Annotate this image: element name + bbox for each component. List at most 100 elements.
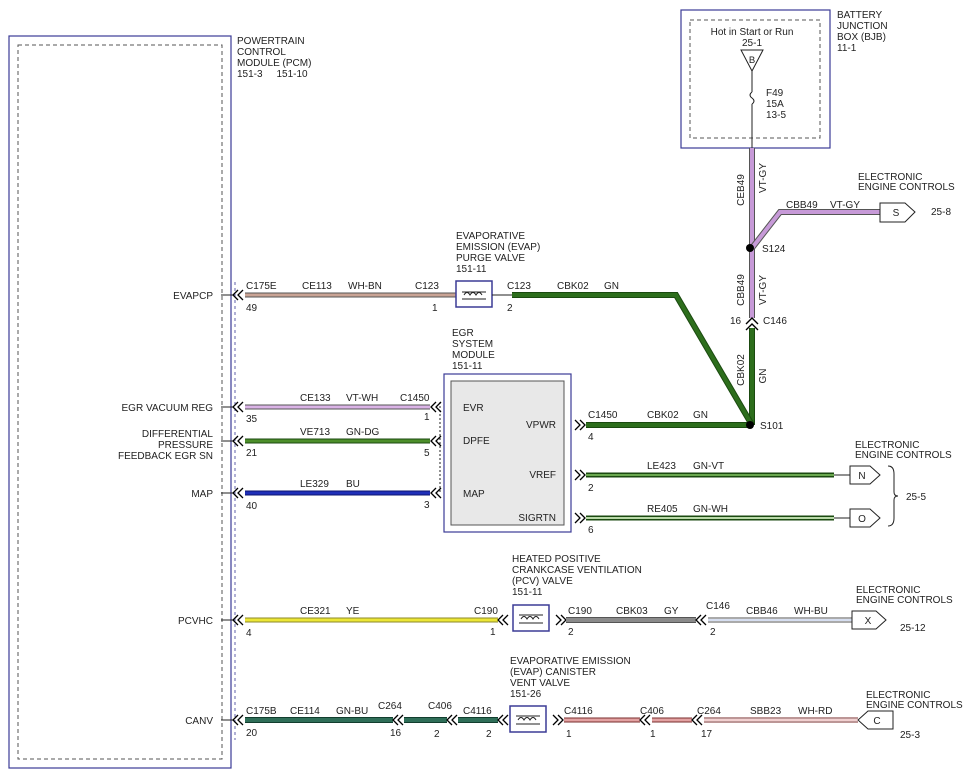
c4116b-pin: 1	[566, 729, 572, 740]
eec-connector-s-letter: S	[893, 208, 900, 219]
wire-cbk02v-color: GN	[758, 369, 769, 384]
wire-ce113-p2: 1	[432, 303, 438, 314]
wire-re405-p1: 6	[588, 525, 594, 536]
wire-ce133-p2: 1	[424, 412, 430, 423]
wire-cbb49-color: VT-GY	[830, 200, 860, 211]
pin-dpfe-2: PRESSURE	[158, 440, 213, 451]
eec-label-x-2: ENGINE CONTROLS	[856, 595, 953, 606]
wire-cbk02-color: GN	[604, 281, 619, 292]
eec-label-c-1: ELECTRONIC	[866, 690, 930, 701]
evap-purge-title-1: EVAPORATIVE	[456, 231, 525, 242]
wire-cbk03-color: GY	[664, 606, 679, 617]
c4116b-name: C4116	[564, 706, 593, 717]
eec-label-no-1: ELECTRONIC	[855, 440, 919, 451]
wire-le329-color: BU	[346, 479, 360, 490]
eec-connector-n-letter: N	[858, 471, 865, 482]
wire-ce133-circuit: CE133	[300, 393, 331, 404]
c406a-pin: 2	[434, 729, 440, 740]
splice-s124-label: S124	[762, 244, 786, 255]
evap-purge-title-3: PURGE VALVE	[456, 253, 525, 264]
eec-label-no-2: ENGINE CONTROLS	[855, 450, 952, 461]
fuse-name: F49	[766, 88, 784, 99]
c146-name: C146	[763, 316, 787, 327]
bjb-ref: 11-1	[837, 43, 857, 54]
canister-title-1: EVAPORATIVE EMISSION	[510, 656, 631, 667]
wire-cbk03-p1: 2	[568, 627, 574, 638]
bjb-title-2: JUNCTION	[837, 21, 888, 32]
pcv-title-1: HEATED POSITIVE	[512, 554, 601, 565]
canister-ref: 151-26	[510, 689, 542, 700]
c4116a-pin: 2	[486, 729, 492, 740]
wire-ve713-color: GN-DG	[346, 427, 380, 438]
pin-dpfe-3: FEEDBACK EGR SN	[118, 451, 213, 462]
pcv-valve	[512, 604, 550, 632]
c406a-name: C406	[428, 701, 452, 712]
pin-evapcp: EVAPCP	[173, 291, 213, 302]
bjb-conn-letter: B	[749, 55, 755, 66]
egr-pin-evr: EVR	[463, 403, 484, 414]
c4116a-name: C4116	[463, 706, 492, 717]
pin-egr-vacuum-reg: EGR VACUUM REG	[122, 403, 214, 414]
wire-ce113-p1: 49	[246, 303, 258, 314]
egr-title-1: EGR	[452, 328, 474, 339]
wire-ce113-c2: C123	[415, 281, 439, 292]
wire-le423-p1: 2	[588, 483, 594, 494]
evap-purge-title-2: EMISSION (EVAP)	[456, 242, 540, 253]
c146-pin: 16	[730, 316, 742, 327]
eec-connector-o	[849, 508, 881, 528]
eec-ref-x: 25-12	[900, 623, 926, 634]
wire-ce114-circuit: CE114	[290, 706, 320, 717]
fuse-ref: 13-5	[766, 110, 786, 121]
bjb-title-1: BATTERY	[837, 10, 883, 21]
wire-cbk02-c1: C123	[507, 281, 531, 292]
wire-ce113-c1: C175E	[246, 281, 277, 292]
wire-cbb49v-color: VT-GY	[758, 275, 769, 305]
wire-ce321-p1: 4	[246, 628, 252, 639]
wire-cbk03-p2: 2	[710, 627, 716, 638]
solenoid-icon	[519, 614, 543, 624]
canister-vent-valve	[509, 705, 547, 733]
bjb-module	[680, 9, 831, 149]
wire-cbk03-circuit: CBK03	[616, 606, 648, 617]
wire-ce133-color: VT-WH	[346, 393, 378, 404]
bjb-hot-ref: 25-1	[742, 38, 762, 49]
pcm-refs: 151-3 151-10	[237, 69, 308, 80]
eec-ref-c: 25-3	[900, 730, 920, 741]
wire-ve713-circuit: VE713	[300, 427, 330, 438]
eec-connector-c	[857, 710, 894, 730]
bjb-hot-label: Hot in Start or Run	[711, 27, 794, 38]
egr-title-2: SYSTEM	[452, 339, 493, 350]
egr-ref: 151-11	[452, 361, 483, 372]
fuse-f49-icon	[749, 91, 755, 105]
wire-cbk02v-circuit: CBK02	[736, 354, 747, 386]
eec-ref-s: 25-8	[931, 207, 951, 218]
wire-ce114-c2: C264	[378, 701, 402, 712]
eec-label-s-2: ENGINE CONTROLS	[858, 182, 955, 193]
wire-ce321-circuit: CE321	[300, 606, 331, 617]
eec-label-x-1: ELECTRONIC	[856, 585, 920, 596]
eec-connector-o-letter: O	[858, 514, 866, 525]
pcm-title-3: MODULE (PCM)	[237, 58, 311, 69]
wire-cbk02-p1: 2	[507, 303, 513, 314]
wire-sbb23-circuit: SBB23	[750, 706, 782, 717]
egr-pin-dpfe: DPFE	[463, 436, 490, 447]
wire-cbk02-circuit: CBK02	[557, 281, 589, 292]
pin-canv: CANV	[185, 716, 213, 727]
canister-title-3: VENT VALVE	[510, 678, 570, 689]
wire-cbk02-vpwr-circuit: CBK02	[647, 410, 679, 421]
c175e-connector-icon	[232, 289, 244, 301]
solenoid-icon	[462, 291, 486, 300]
wire-sbb23-color: WH-RD	[798, 706, 832, 717]
pcm-title-1: POWERTRAIN	[237, 36, 305, 47]
egr-system-module	[443, 373, 572, 533]
wire-ce114-color: GN-BU	[336, 706, 368, 717]
c264b-pin: 17	[701, 729, 713, 740]
eec-connector-s	[879, 202, 916, 223]
eec-connector-x-letter: X	[865, 616, 872, 627]
wire-ce114-c1: C175B	[246, 706, 277, 717]
wire-ve713-p2: 5	[424, 448, 430, 459]
solenoid-icon	[516, 715, 540, 725]
wire-ce321-p2: 1	[490, 627, 496, 638]
eec-ref-no: 25-5	[906, 492, 926, 503]
